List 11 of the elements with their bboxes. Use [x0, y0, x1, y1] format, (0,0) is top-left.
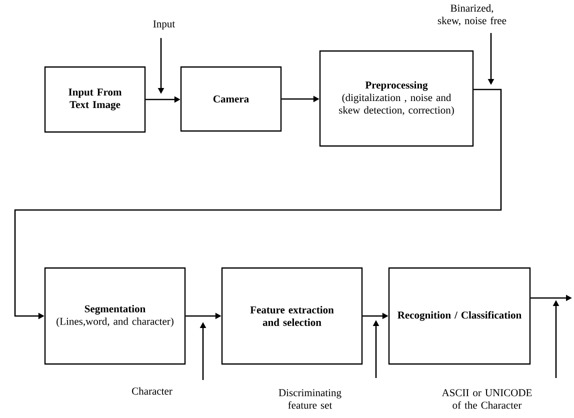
annotation-label: Binarized, skew, noise free: [438, 4, 506, 26]
annotation-label: ASCII or UNICODE of the Character: [442, 389, 532, 409]
process-box: Camera: [180, 66, 282, 132]
annotation-label: Character: [132, 387, 172, 395]
annotation-label: Discriminating feature set: [278, 389, 342, 409]
process-box: Feature extraction and selection: [221, 267, 363, 365]
annotation-label: Input: [153, 20, 176, 30]
process-box: Recognition / Classification: [388, 267, 531, 365]
process-box: Segmentation (Lines,word, and character): [44, 267, 186, 365]
process-box: Input From Text Image: [44, 66, 146, 133]
process-box: Preprocessing (digitalization , noise and skew detection, correction): [319, 50, 474, 147]
